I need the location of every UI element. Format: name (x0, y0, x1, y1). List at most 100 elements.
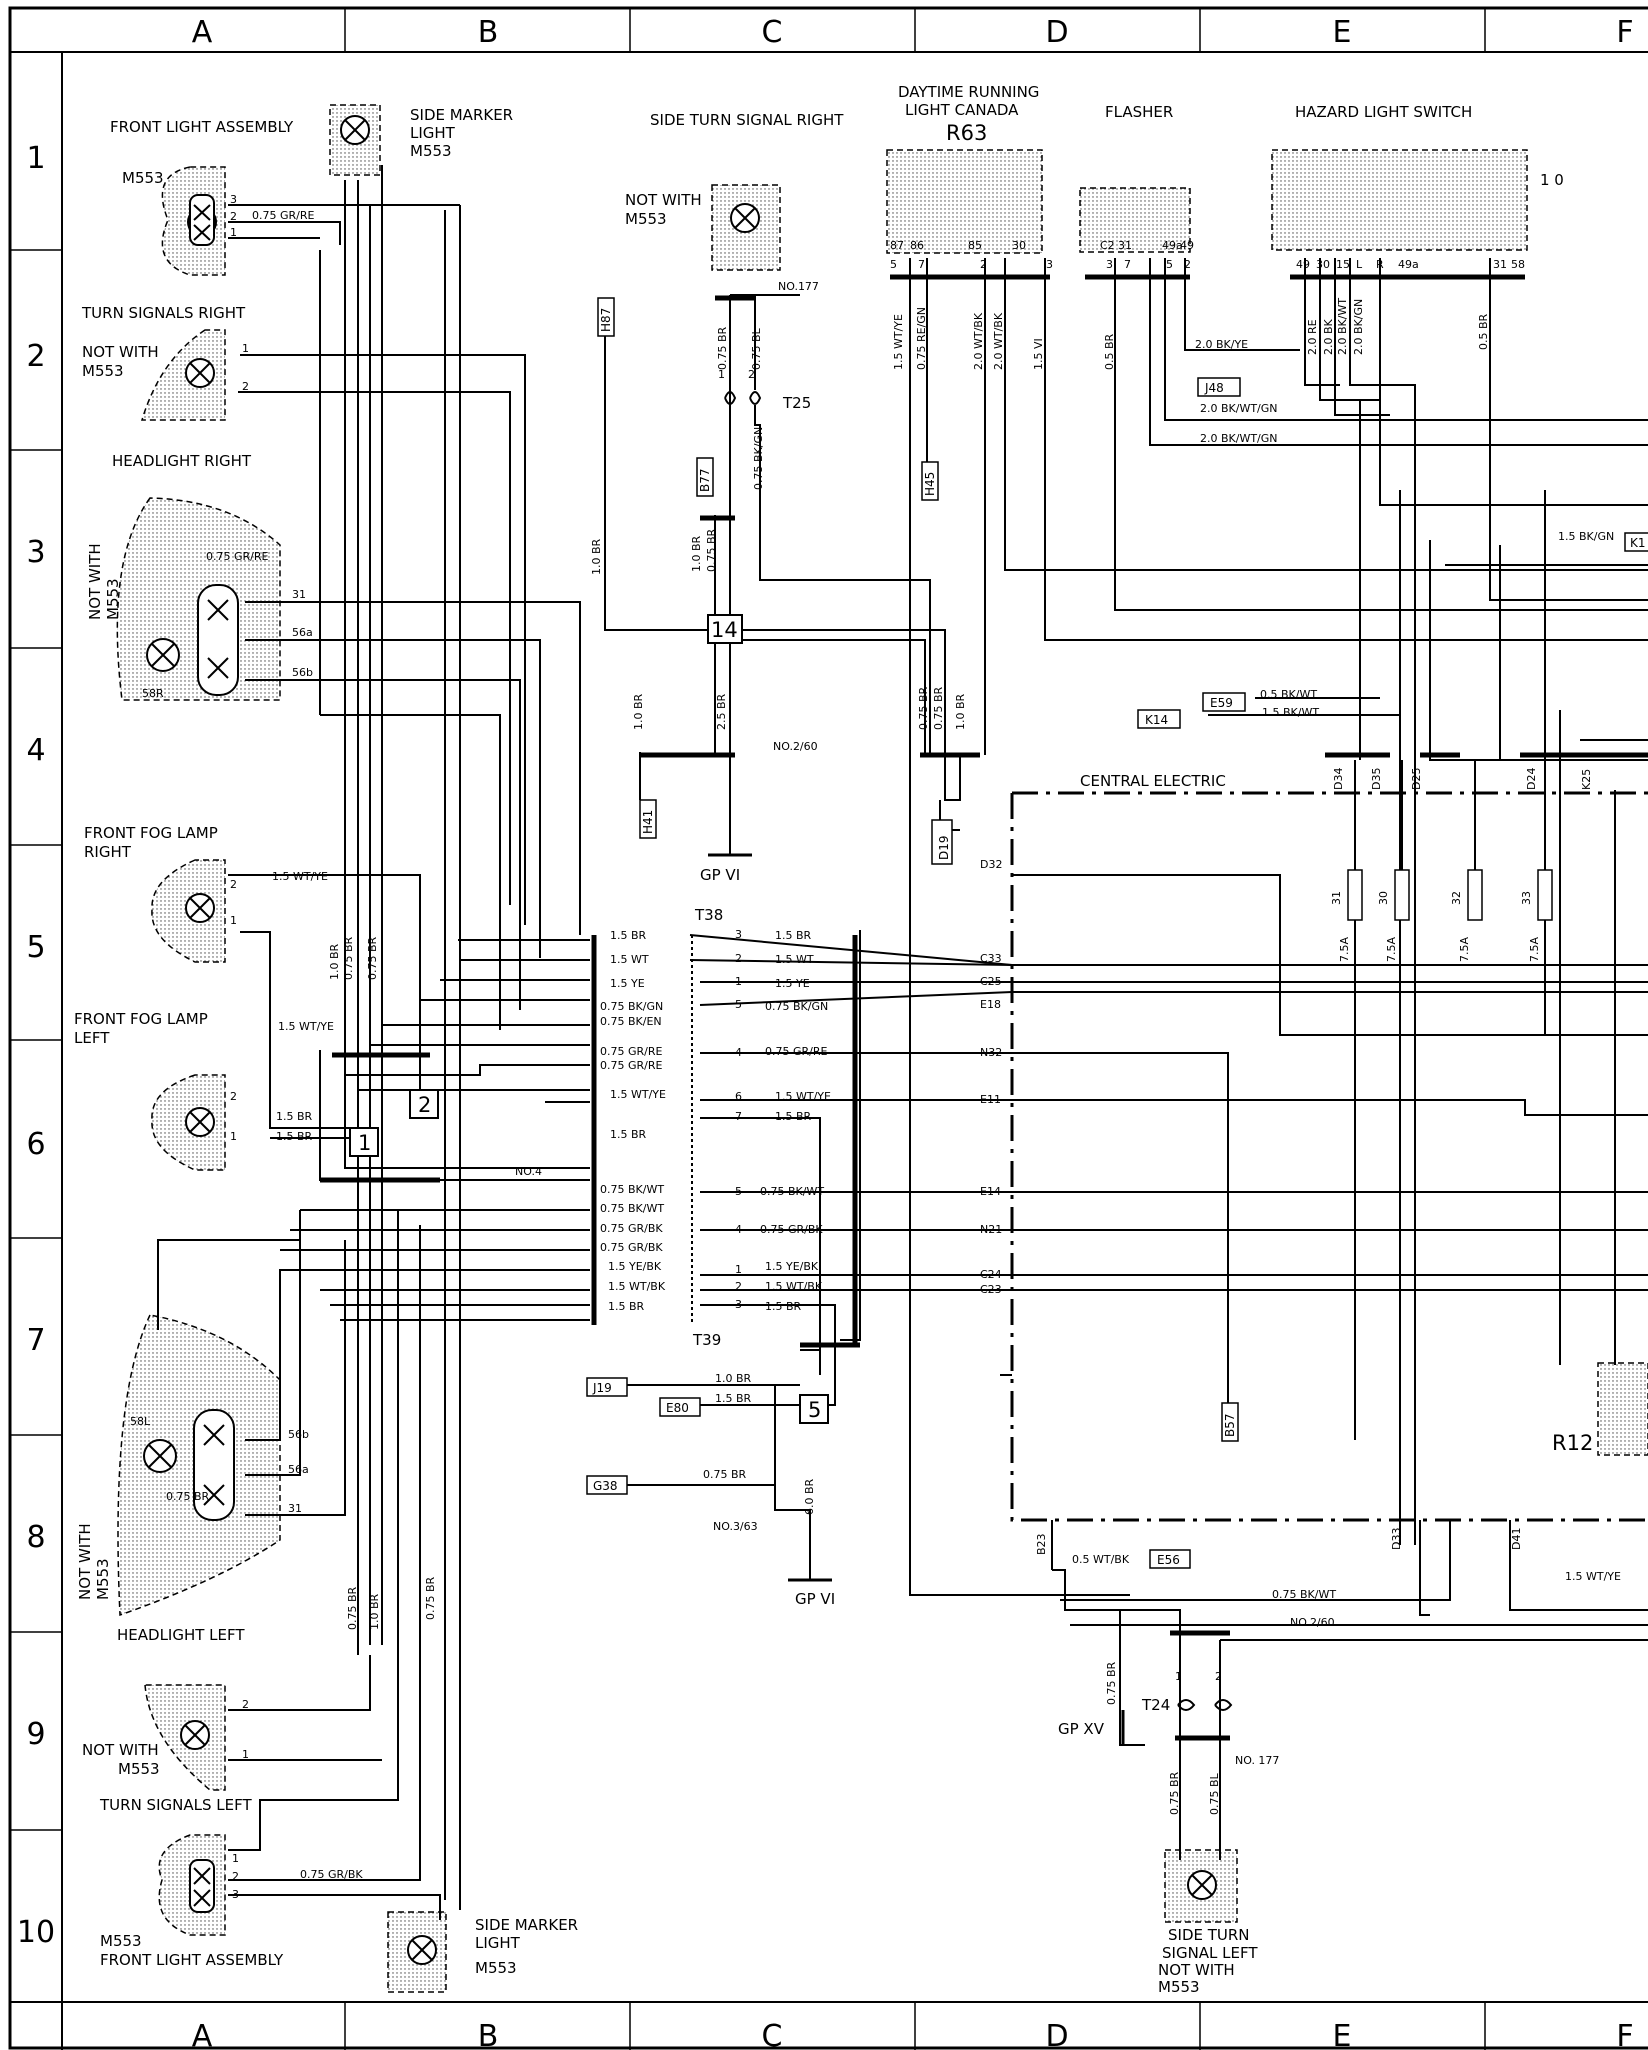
hazard-switch-label: HAZARD LIGHT SWITCH (1295, 103, 1472, 121)
no177-top: NO.177 (778, 280, 819, 293)
lamp-pin-1: 1 (242, 1748, 249, 1761)
lamp-icon (340, 115, 370, 145)
hl-l-31: 31 (288, 1502, 302, 1515)
central-d32: D32 (980, 858, 1002, 871)
node-boxes: 1 2 5 14 (349, 614, 829, 1424)
t25-label: T25 (782, 394, 811, 412)
wire-label: 2.0 WT/BK (992, 312, 1005, 370)
wire-label: 1.5 WT/YE (1565, 1570, 1621, 1583)
wire-label: 0.5 BR (1103, 333, 1116, 370)
wire-label: 2.0 RE (1306, 319, 1319, 355)
central-e18: E18 (980, 998, 1001, 1011)
wire-label: 0.75 GR/BK (300, 1868, 363, 1881)
wire-label: 1.5 BR (715, 1392, 752, 1405)
ref-b77: B77 (698, 468, 712, 492)
row-label: 2 (26, 339, 45, 374)
wire-label: 0.75 BK/WT (1272, 1588, 1336, 1601)
lamp-icon (185, 358, 215, 388)
node-1: 1 (358, 1131, 371, 1155)
wire-label: 0.75 BK/EN (600, 1015, 662, 1028)
wire-label: 0.75 GR/BK (600, 1222, 663, 1235)
fuse-31: 31 (1330, 891, 1343, 905)
ref-e59: E59 (1210, 696, 1233, 710)
node-5: 5 (808, 1398, 821, 1422)
drl-7: 7 (918, 258, 925, 271)
side-turn-left-line1: SIDE TURN (1168, 1926, 1250, 1944)
wire-label: 0.75 BK/WT (600, 1202, 664, 1215)
lamp-pin-2: 2 (242, 380, 249, 393)
col-label: F (1616, 15, 1633, 50)
fog-right-line2: RIGHT (84, 843, 132, 861)
ref-d19: D19 (937, 835, 951, 860)
wire-label: 0.75 GR/RE (206, 550, 269, 563)
no260-top: NO.2/60 (773, 740, 818, 753)
hl-r-31: 31 (292, 588, 306, 601)
wire-label: 0.75 BR (932, 686, 945, 730)
central-n32: N32 (980, 1046, 1002, 1059)
fog-left-line1: FRONT FOG LAMP (74, 1010, 208, 1028)
wire-label: 1.5 WT (775, 953, 814, 966)
t38-pin-1: 1 (735, 975, 742, 988)
wire-label: 1.5 BR (276, 1130, 313, 1143)
ref-j48: J48 (1204, 381, 1224, 395)
hazard-15: 15 (1336, 258, 1350, 271)
row-label: 1 (26, 141, 45, 176)
col-label: D (1045, 15, 1068, 50)
side-turn-left-line4: M553 (1158, 1978, 1200, 1996)
ref-e80: E80 (666, 1401, 689, 1415)
wire-label: 0.75 GR/BK (600, 1241, 663, 1254)
fuse-rating: 7.5A (1528, 937, 1541, 962)
ground-symbols (708, 853, 1125, 1745)
lamp-pin-1: 1 (242, 342, 249, 355)
central-d25: D25 (1410, 768, 1423, 790)
not-with-m553-c1-line1: NOT WITH (625, 191, 702, 209)
row-label: 4 (26, 733, 45, 768)
ref-g38: G38 (593, 1479, 618, 1493)
drl-85: 85 (968, 239, 982, 252)
component-labels: FRONT LIGHT ASSEMBLY M553 SIDE MARKER LI… (74, 83, 1593, 1996)
hl-l-56b: 56b (288, 1428, 309, 1441)
fuse-icon (1347, 869, 1363, 921)
lamp-pin-3: 3 (230, 193, 237, 206)
wire-label: 0.75 GR/RE (765, 1045, 828, 1058)
hazard-l: L (1356, 258, 1363, 271)
splice-bars (320, 274, 1648, 1741)
hazard-58: 58 (1511, 258, 1525, 271)
wire-label: 0.75 BK/WT (600, 1183, 664, 1196)
t39-pin-4: 4 (735, 1223, 742, 1236)
wire-label: 1.5 BR (610, 929, 647, 942)
wire-label: 1.5 WT/YE (278, 1020, 334, 1033)
plug-symbols (724, 391, 1233, 1711)
col-label: C (762, 2019, 783, 2050)
wire-label: 1.5 BR (276, 1110, 313, 1123)
wire-label: 2.0 BK/WT/GN (1200, 402, 1278, 415)
ref-b57: B57 (1223, 1413, 1237, 1437)
fuse-icon (1467, 869, 1483, 921)
wire-label: 1.5 BK/GN (1558, 530, 1614, 543)
wire-label: 1.5 WT/YE (272, 870, 328, 883)
not-with-m553-c1-line2: M553 (625, 210, 667, 228)
hazard-switch-housing (1271, 149, 1528, 251)
wire-label: 0.75 BR (366, 936, 379, 980)
no260-bottom: NO.2/60 (1290, 1616, 1335, 1629)
central-c23: C23 (980, 1283, 1002, 1296)
ref-h41: H41 (641, 810, 655, 834)
side-marker-top-line3: M553 (410, 142, 452, 160)
side-marker-top-line1: SIDE MARKER (410, 106, 513, 124)
row-label: 3 (26, 535, 45, 570)
drl-3: 3 (1046, 258, 1053, 271)
t39-pin-3: 3 (735, 1298, 742, 1311)
wire-label: 2.0 WT/BK (972, 312, 985, 370)
wire-label: 1.0 BR (954, 693, 967, 730)
wire-label: 2.0 BK/GN (1352, 299, 1365, 355)
front-light-bottom-line2: FRONT LIGHT ASSEMBLY (100, 1951, 284, 1969)
col-label: D (1045, 2019, 1068, 2050)
wire-label: 1.5 BR (775, 1110, 812, 1123)
wire-label: 0.75 GR/RE (600, 1045, 663, 1058)
dual-filament-icon (197, 584, 239, 696)
wire-label: 1.5 WT/YE (610, 1088, 666, 1101)
col-label: C (762, 15, 783, 50)
wire-label: 1.0 BR (328, 943, 341, 980)
no363: NO.3/63 (713, 1520, 758, 1533)
t38-pin-6: 6 (735, 1090, 742, 1103)
